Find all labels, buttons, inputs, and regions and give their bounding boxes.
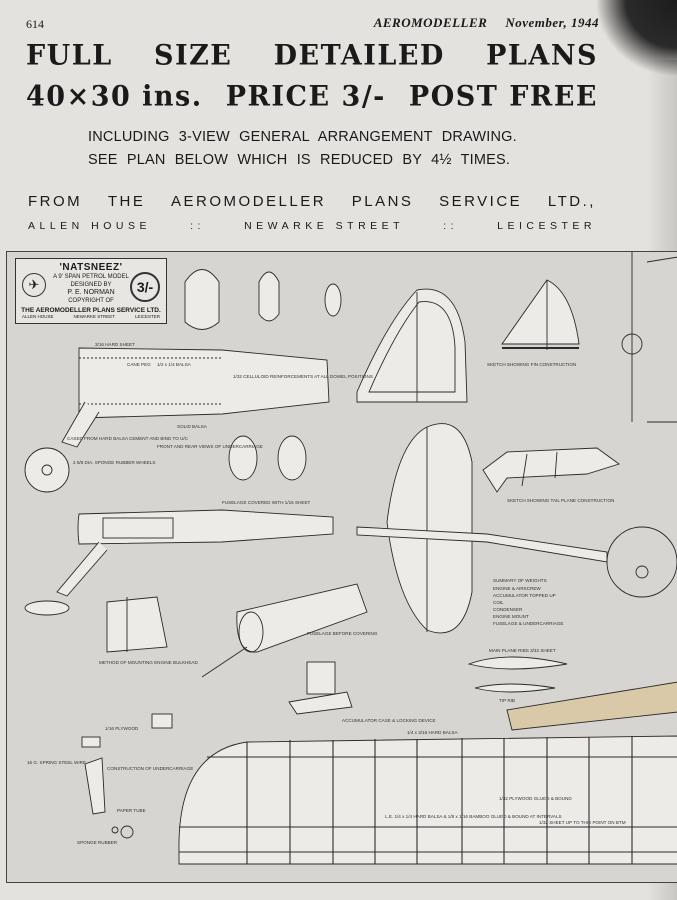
tailplane-sketch: [482, 447, 620, 493]
address-part: NEWARKE STREET: [73, 314, 116, 319]
headline-word: DETAILED: [273, 39, 445, 72]
wing-plan: [178, 735, 677, 865]
label-accumulator-case: ACCUMULATOR CASE & LOCKING DEVICE: [342, 718, 436, 723]
publisher-word: THE: [107, 193, 146, 210]
price-badge: 3/-: [130, 272, 160, 302]
label-balsa-strip: 1/2 x 1/4 BALSA: [157, 362, 192, 367]
model-description: A 9' SPAN PETROL MODEL: [53, 274, 129, 280]
address-part: ALLEN HOUSE: [28, 220, 152, 232]
weights-item: ENGINE & AIRSCREW: [493, 586, 541, 591]
weights-item: CONDENSER: [493, 607, 523, 612]
label-piano-wire: 16 G. SPRING STEEL WIRE: [27, 760, 86, 765]
fin-drawing: [356, 288, 468, 403]
address-separator: ::: [443, 220, 459, 232]
label-plywood-glued: 1/32 PLYWOOD GLUED & BOUND: [499, 796, 572, 801]
issue-date: November, 1944: [505, 15, 599, 30]
plan-element: [246, 736, 633, 864]
page-curl-shadow: [597, 0, 677, 75]
title-block-address: ALLEN HOUSE NEWARKE STREET LEICESTER: [16, 314, 166, 319]
address-part: LEICESTER: [497, 220, 596, 232]
weights-item: ENGINE MOUNT: [493, 614, 529, 619]
engine-mount-sketch: [106, 596, 168, 653]
address-part: ALLEN HOUSE: [22, 314, 54, 319]
designer-name: P. E. NORMAN: [67, 289, 115, 296]
copyright: COPYRIGHT OF: [68, 298, 114, 304]
label-front-rear-views: FRONT AND REAR VIEWS OF UNDERCARRIAGE: [157, 444, 263, 449]
label-tailplane-sketch: SKETCH SHOWING TAIL PLANE CONSTRUCTION: [507, 498, 614, 503]
address-part: LEICESTER: [134, 314, 160, 319]
publisher-address: ALLEN HOUSE :: NEWARKE STREET :: LEICEST…: [28, 220, 596, 232]
label-main-plane-ribs: MAIN PLANE RIBS 3/32 SHEET: [489, 648, 556, 653]
headline-word: FULL: [26, 39, 113, 72]
weights-item: ACCUMULATOR TOPPED UP: [493, 593, 556, 598]
label-tip-rib: TIP RIB: [499, 698, 515, 703]
address-part: NEWARKE STREET: [244, 220, 405, 232]
aeromodeller-logo-icon: ✈: [22, 273, 46, 297]
plans-service: THE AEROMODELLER PLANS SERVICE LTD.: [21, 307, 161, 314]
label-hard-balsa-spar: 1/4 x 3/16 HARD BALSA: [407, 730, 458, 735]
plan-drawing: 3/16 HARD SHEET CANE PEG 1/2 x 1/4 BALSA…: [6, 251, 677, 883]
publisher-word: AEROMODELLER: [171, 193, 327, 210]
weights-item: COIL: [493, 600, 504, 605]
headline-word: SIZE: [153, 39, 233, 72]
publisher-word: LTD.,: [547, 193, 596, 210]
headline-line-2: 40×30 ins. PRICE 3/- POST FREE: [26, 80, 598, 113]
label-engine-mounting: METHOD OF MOUNTING ENGINE BULKHEAD: [99, 660, 198, 665]
subhead-line-2: SEE PLAN BELOW WHICH IS REDUCED BY 4½ TI…: [88, 152, 511, 168]
publisher-word: FROM: [28, 193, 83, 210]
plan-element: 3/16 HARD SHEET CANE PEG 1/2 x 1/4 BALSA…: [27, 342, 626, 845]
wing-ribs: [467, 656, 677, 731]
general-arrangement-view: [606, 252, 677, 598]
model-name: 'NATSNEEZ': [59, 262, 123, 273]
label-solid-balsa: SOLID BALSA: [177, 424, 208, 429]
label-construction-undercarriage: CONSTRUCTION OF UNDERCARRIAGE: [107, 766, 193, 771]
magazine-title: AEROMODELLER: [373, 15, 488, 30]
headline-word: PLANS: [486, 39, 598, 72]
label-cane-peg: CANE PEG: [127, 362, 151, 367]
address-separator: ::: [190, 220, 205, 232]
fuselage-top-view: [24, 509, 334, 616]
label-fuselage-before-covering: FUSELAGE BEFORE COVERING: [307, 631, 378, 636]
label-fin-sketch: SKETCH SHOWING FIN CONSTRUCTION: [487, 362, 576, 367]
designed-by: DESIGNED BY: [70, 282, 112, 288]
accumulator-case-sketch: [288, 661, 353, 715]
weights-item: FUSELAGE & UNDERCARRIAGE: [493, 621, 563, 626]
label-fuselage-covered: FUSELAGE COVERED WITH 1/16 SHEET: [222, 500, 311, 505]
label-sponge-rubber: SPONGE RUBBER: [77, 840, 118, 845]
tailplane-drawing: [356, 423, 608, 634]
label-cased-hard-balsa: CASED FROM HARD BALSA CEMENT AND BIND TO…: [67, 436, 189, 441]
bulkhead-formers: [184, 269, 342, 481]
fin-sketch: [501, 279, 580, 350]
page-number: 614: [26, 17, 44, 31]
plan-size: 40×30 ins.: [26, 80, 203, 113]
subhead-line-1: INCLUDING 3-VIEW GENERAL ARRANGEMENT DRA…: [88, 129, 517, 145]
undercarriage-sketch: [81, 713, 173, 839]
post-free: POST FREE: [408, 80, 598, 113]
label-reinforcements: 1/32 CELLULOID REINFORCEMENTS AT ALL DOW…: [233, 374, 373, 379]
publisher-line: FROM THE AEROMODELLER PLANS SERVICE LTD.…: [28, 193, 596, 210]
label-summary-weights: SUMMARY OF WEIGHTS: [493, 578, 547, 583]
running-header: AEROMODELLER November, 1944: [356, 15, 599, 31]
label-leading-edge: L.E. 1/4 x 1/4 HARD BALSA & 1/8 x 1/16 B…: [385, 814, 562, 819]
price: PRICE 3/-: [225, 80, 386, 113]
label-hard-sheet: 3/16 HARD SHEET: [95, 342, 135, 347]
fuselage-frame-sketch: [201, 583, 368, 678]
label-sheet-up-to: 1/32 SHEET UP TO THIS POINT ON BTM: [539, 820, 626, 825]
publisher-word: PLANS: [351, 193, 414, 210]
title-block: ✈ 3/- 'NATSNEEZ' A 9' SPAN PETROL MODEL …: [15, 258, 167, 324]
label-sponge-rubber-wheels: 2 5/8 DIA. SPONGE RUBBER WHEELS: [73, 460, 155, 465]
label-paper-tube: PAPER TUBE: [117, 808, 146, 813]
label-plywood: 1/16 PLYWOOD: [105, 726, 139, 731]
publisher-word: SERVICE: [439, 193, 523, 210]
fuselage-side-view: [24, 347, 330, 493]
plan-illustration: 3/16 HARD SHEET CANE PEG 1/2 x 1/4 BALSA…: [24, 252, 677, 865]
headline-line-1: FULL SIZE DETAILED PLANS: [26, 39, 598, 72]
